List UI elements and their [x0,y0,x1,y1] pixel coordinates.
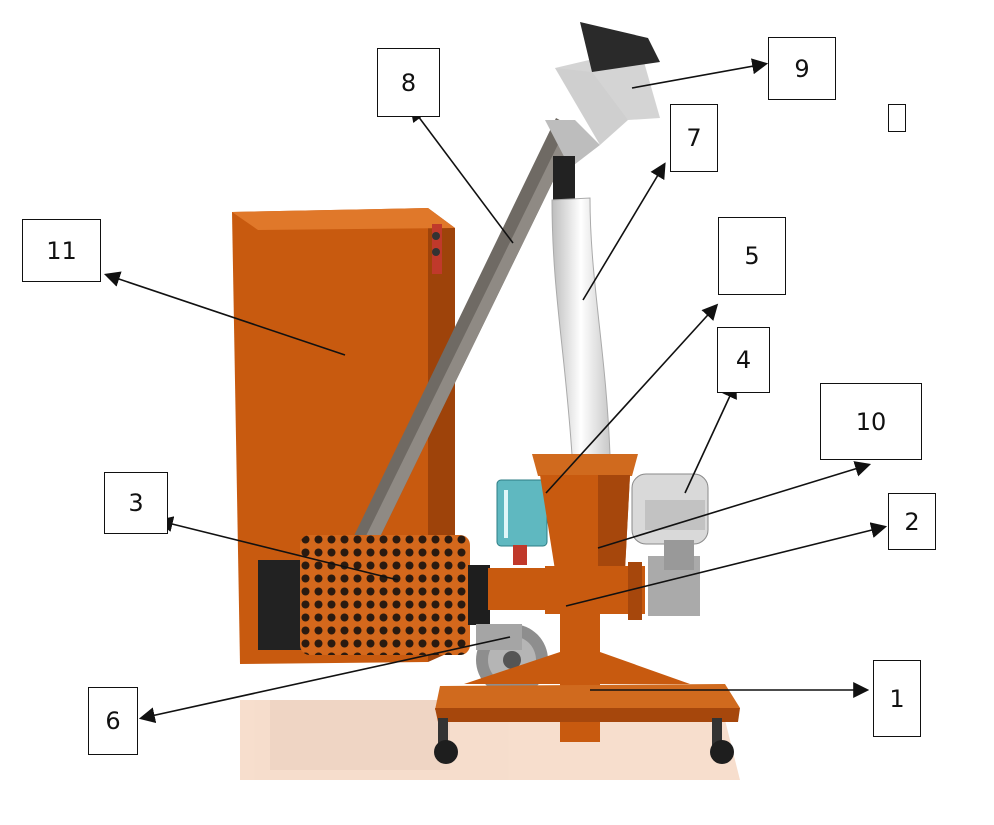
drum-3 [258,535,552,655]
label-7: 7 [670,104,718,172]
label-5: 5 [718,217,786,295]
tank-5 [496,479,548,565]
arrow-8 [410,105,514,244]
label-4: 4 [717,327,770,393]
label-9: 9 [768,37,836,100]
pointer-arrows [103,58,888,724]
label-8: 8 [377,48,440,117]
label-10: 10 [820,383,922,460]
arrow-6 [138,636,511,724]
label-3: 3 [104,472,168,534]
label-2: 2 [888,493,936,550]
arrow-9 [631,58,769,89]
label-1: 1 [873,660,921,737]
empty-box [888,104,906,132]
arrow-2 [565,522,888,607]
label-6: 6 [88,687,138,755]
auger-pipe-8 [352,118,578,545]
cyclone-9 [545,22,660,168]
arrow-7 [582,162,666,301]
arrow-5 [545,303,719,494]
arrow-11 [103,271,346,356]
arrow-4 [684,382,737,494]
arrow-10 [597,461,872,549]
hose-7 [551,156,611,456]
label-11: 11 [22,219,101,282]
arrow-3 [156,516,399,581]
